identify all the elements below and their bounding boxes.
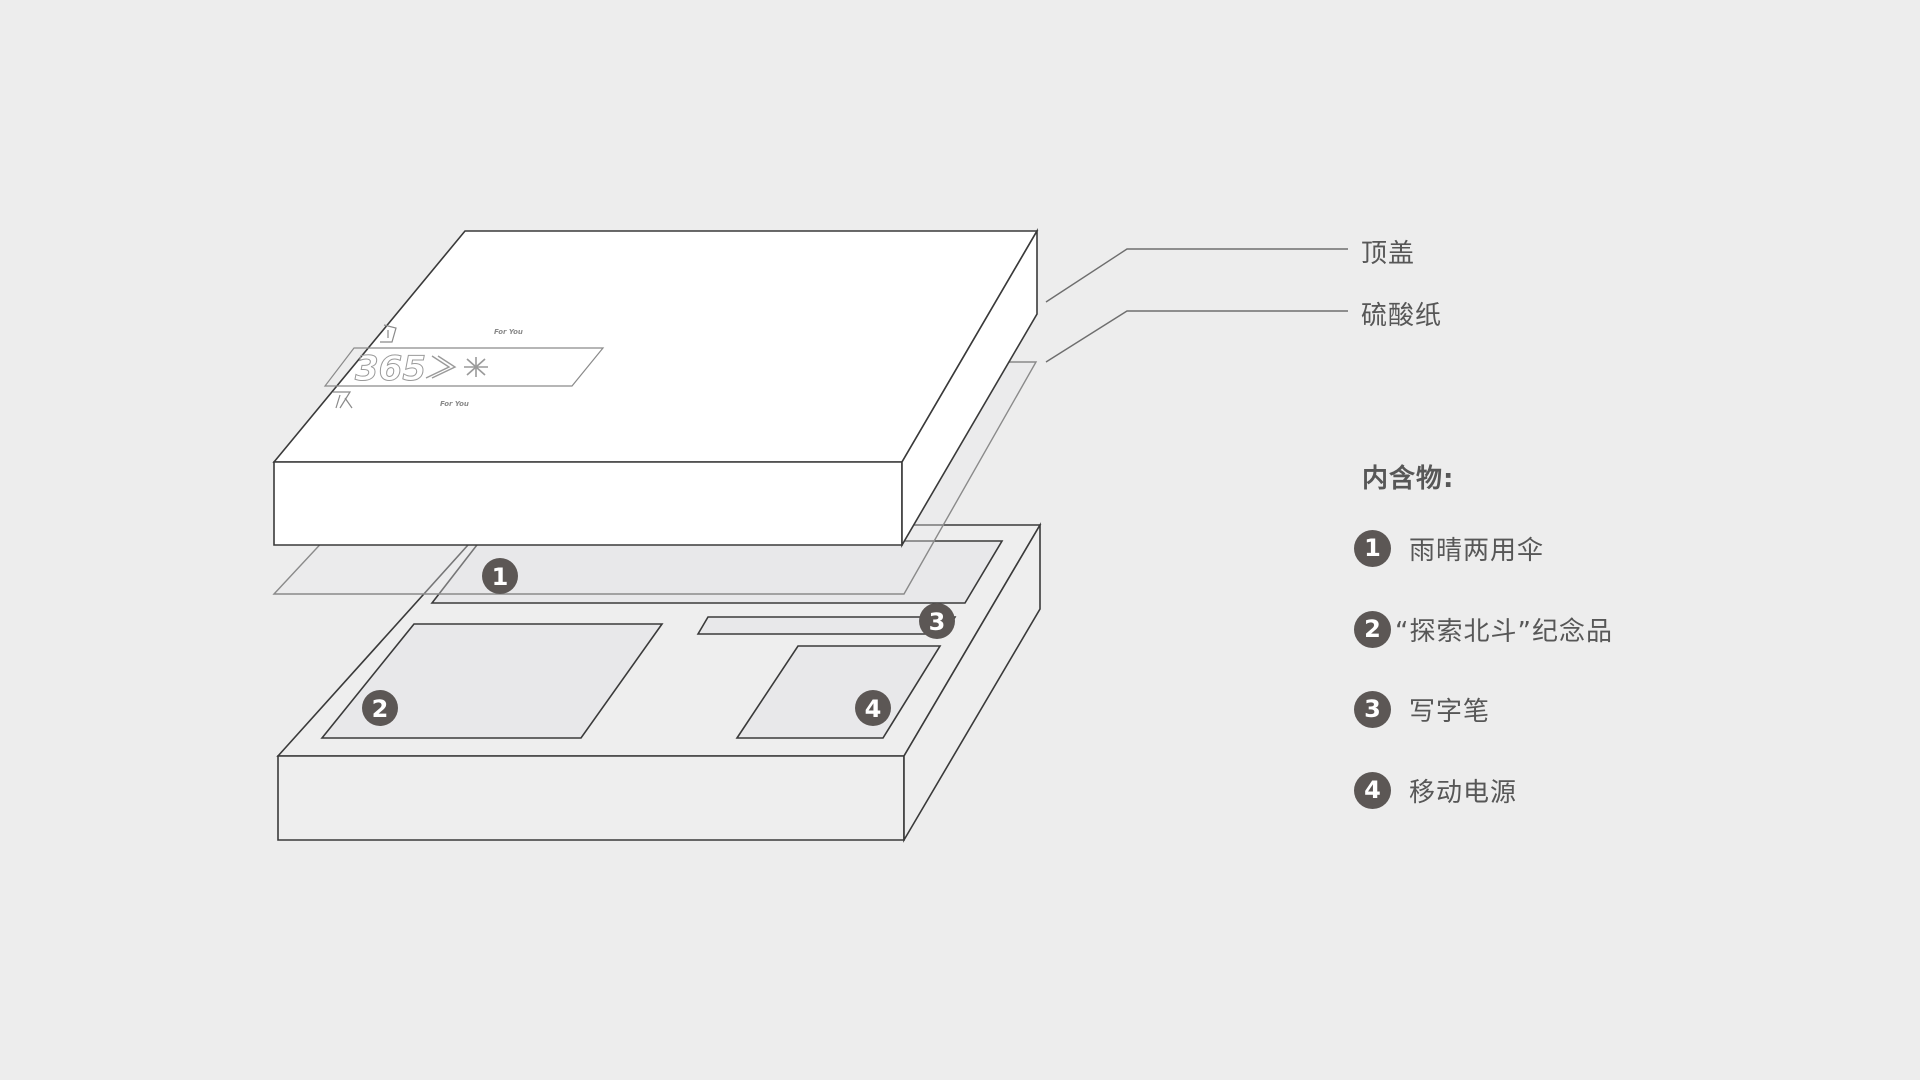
item-label: 移动电源 <box>1409 777 1518 808</box>
leader-line-lid <box>1045 248 1348 303</box>
svg-text:4: 4 <box>865 695 882 723</box>
leader-lines <box>1045 248 1348 363</box>
lid-side-face <box>901 228 1038 548</box>
callout-sulfuric-paper-label: 硫酸纸 <box>1361 301 1443 331</box>
lid-print-glyph-fragments <box>333 324 397 409</box>
item-number-badge: 2 <box>1354 610 1391 648</box>
lid-print-band <box>323 347 605 387</box>
lid-front-face <box>273 461 903 546</box>
item-number-badge: 3 <box>1354 690 1391 728</box>
callout-lid-label: 顶盖 <box>1361 239 1416 269</box>
contents-item-1: 1 雨晴两用伞 <box>1354 529 1544 567</box>
lid-print-small-text-lower: For You <box>440 400 469 408</box>
marker-1: 1 <box>482 558 518 594</box>
marker-3: 3 <box>919 603 955 639</box>
item-label: “探索北斗”纪念品 <box>1395 616 1613 647</box>
diagram-markers: 1 2 3 4 <box>362 558 955 726</box>
lid-print-number: 365 <box>355 349 426 389</box>
contents-item-4: 4 移动电源 <box>1354 771 1517 809</box>
lid-print-arrow <box>425 355 457 379</box>
contents-item-3: 3 写字笔 <box>1354 690 1490 728</box>
lid-print-asterisk <box>464 357 488 377</box>
marker-4: 4 <box>855 690 891 726</box>
contents-heading: 内含物: <box>1362 464 1455 494</box>
svg-text:2: 2 <box>372 695 389 723</box>
item-label: 写字笔 <box>1409 696 1491 727</box>
svg-text:3: 3 <box>929 608 946 636</box>
lid-print-small-text: For You <box>494 328 523 336</box>
compartment-2 <box>320 623 664 739</box>
compartment-1 <box>430 540 1004 604</box>
item-number-badge: 1 <box>1354 529 1391 567</box>
base-tray-side-face <box>903 522 1041 843</box>
svg-text:1: 1 <box>492 563 509 591</box>
contents-item-2: 2 “探索北斗”纪念品 <box>1354 610 1613 648</box>
lid-print: 365 For You For You <box>323 324 605 409</box>
base-tray-front-face <box>277 755 905 841</box>
tray-compartments <box>320 540 1004 739</box>
item-label: 雨晴两用伞 <box>1409 535 1545 566</box>
item-number-badge: 4 <box>1354 771 1391 809</box>
leader-line-sulfuric-paper <box>1045 310 1348 363</box>
compartment-3 <box>696 616 957 635</box>
lid <box>272 228 1039 548</box>
marker-2: 2 <box>362 690 398 726</box>
